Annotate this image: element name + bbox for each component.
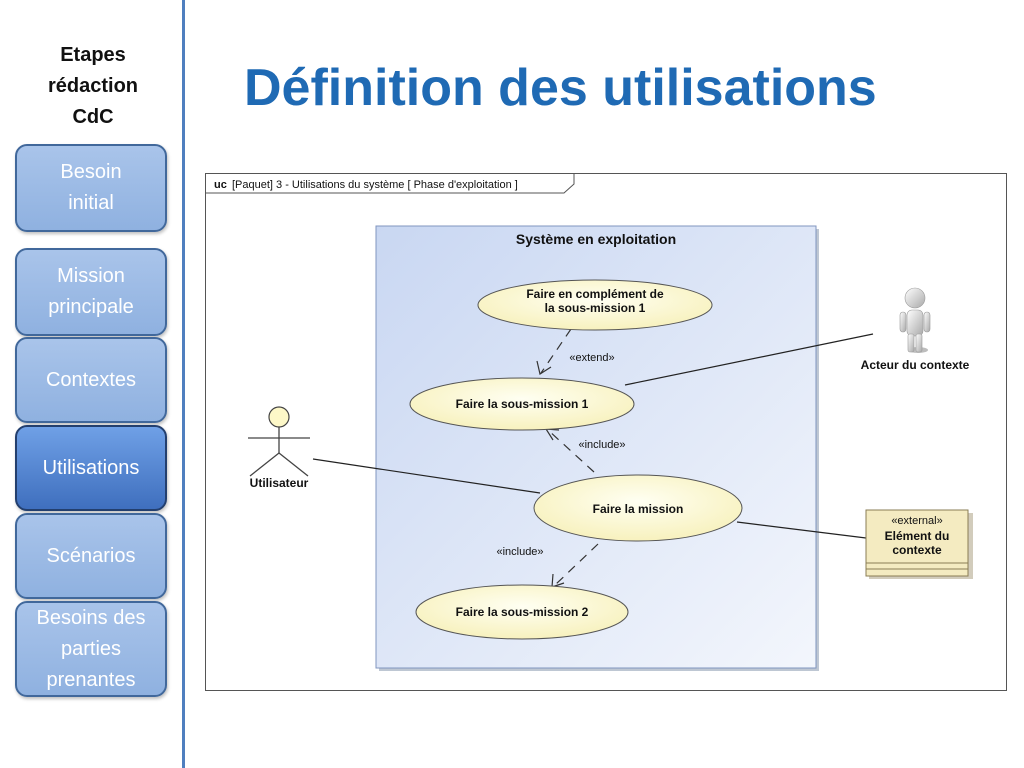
association-line-user bbox=[312, 458, 541, 494]
nav-label-line: Mission bbox=[57, 265, 125, 287]
diagram-canvas: uc [Paquet] 3 - Utilisations du système … bbox=[206, 174, 973, 671]
nav-button-label: Mission principale bbox=[48, 261, 134, 323]
actor-context-label: Acteur du contexte bbox=[861, 358, 970, 372]
include-label-1: «include» bbox=[578, 439, 625, 451]
external-name-line: contexte bbox=[892, 543, 942, 557]
use-case-label: Faire la sous-mission 2 bbox=[456, 605, 589, 619]
use-case-diagram: uc [Paquet] 3 - Utilisations du système … bbox=[205, 173, 1007, 691]
use-case-sub-mission-1[interactable]: Faire la sous-mission 1 bbox=[409, 377, 635, 431]
use-case-mission[interactable]: Faire la mission bbox=[533, 474, 743, 542]
nav-label-line: parties bbox=[60, 637, 122, 660]
use-case-sub-mission-2[interactable]: Faire la sous-mission 2 bbox=[415, 584, 629, 640]
nav-label-line: Utilisations bbox=[42, 456, 140, 479]
nav-label-line: Contextes bbox=[45, 368, 137, 391]
nav-button-scenarios[interactable]: Scénarios bbox=[15, 513, 167, 599]
nav-button-contextes[interactable]: Contextes bbox=[15, 337, 167, 423]
user-stick-figure-icon bbox=[248, 406, 310, 477]
nav-button-label: Besoin initial bbox=[60, 157, 121, 219]
sidebar-title: Etapes rédaction CdC bbox=[18, 40, 168, 133]
nav-button-mission-principale[interactable]: Mission principale bbox=[15, 248, 167, 336]
nav-button-besoin-initial[interactable]: Besoin initial bbox=[15, 144, 167, 232]
actor-user[interactable]: Utilisateur bbox=[248, 406, 310, 490]
association-line-external-block bbox=[736, 521, 867, 539]
sidebar-divider bbox=[182, 0, 185, 768]
nav-button-besoins-parties-prenantes[interactable]: Besoins des parties prenantes bbox=[15, 601, 167, 697]
use-case-label: Faire la mission bbox=[593, 502, 684, 516]
page-title: Définition des utilisations bbox=[244, 59, 877, 117]
nav-label-line: Besoins des bbox=[36, 606, 146, 629]
diagram-frame-header: uc [Paquet] 3 - Utilisations du système … bbox=[206, 174, 575, 194]
nav-label-line: Besoin bbox=[60, 161, 122, 183]
nav-label-line: Scénarios bbox=[46, 544, 136, 567]
frame-keyword: uc bbox=[214, 179, 227, 191]
association-line-context-actor bbox=[624, 333, 874, 386]
nav-label-line: initial bbox=[68, 192, 114, 214]
use-case-label: la sous-mission 1 bbox=[545, 301, 646, 315]
nav-button-label: Utilisations bbox=[43, 453, 140, 484]
actor-user-label: Utilisateur bbox=[250, 476, 309, 490]
nav-label-line: principale bbox=[48, 296, 134, 318]
sidebar-title-line: Etapes bbox=[60, 44, 126, 66]
use-case-label: Faire la sous-mission 1 bbox=[456, 397, 589, 411]
nav-button-label: Scénarios bbox=[47, 541, 136, 572]
external-name-line: Elément du bbox=[885, 529, 950, 543]
nav-label-line: prenantes bbox=[46, 668, 136, 691]
sidebar-title-line: CdC bbox=[72, 106, 114, 128]
context-actor-figure-icon bbox=[899, 287, 931, 353]
nav-button-utilisations[interactable]: Utilisations bbox=[15, 425, 167, 511]
external-stereotype: «external» bbox=[891, 515, 942, 527]
use-case-label: Faire en complément de bbox=[526, 287, 664, 301]
nav-button-label: Besoins des parties prenantes bbox=[37, 603, 146, 696]
use-case-complement[interactable]: Faire en complément de la sous-mission 1 bbox=[477, 279, 713, 331]
include-label-2: «include» bbox=[496, 546, 543, 558]
extend-relation: «extend» bbox=[536, 328, 615, 375]
external-block[interactable]: «external» Elément du contexte bbox=[865, 509, 973, 579]
frame-label: [Paquet] 3 - Utilisations du système [ P… bbox=[232, 179, 518, 191]
extend-label: «extend» bbox=[569, 352, 614, 364]
nav-button-label: Contextes bbox=[46, 365, 136, 396]
system-name: Système en exploitation bbox=[516, 231, 676, 247]
actor-context[interactable]: Acteur du contexte bbox=[861, 287, 970, 372]
sidebar-title-line: rédaction bbox=[47, 75, 139, 97]
